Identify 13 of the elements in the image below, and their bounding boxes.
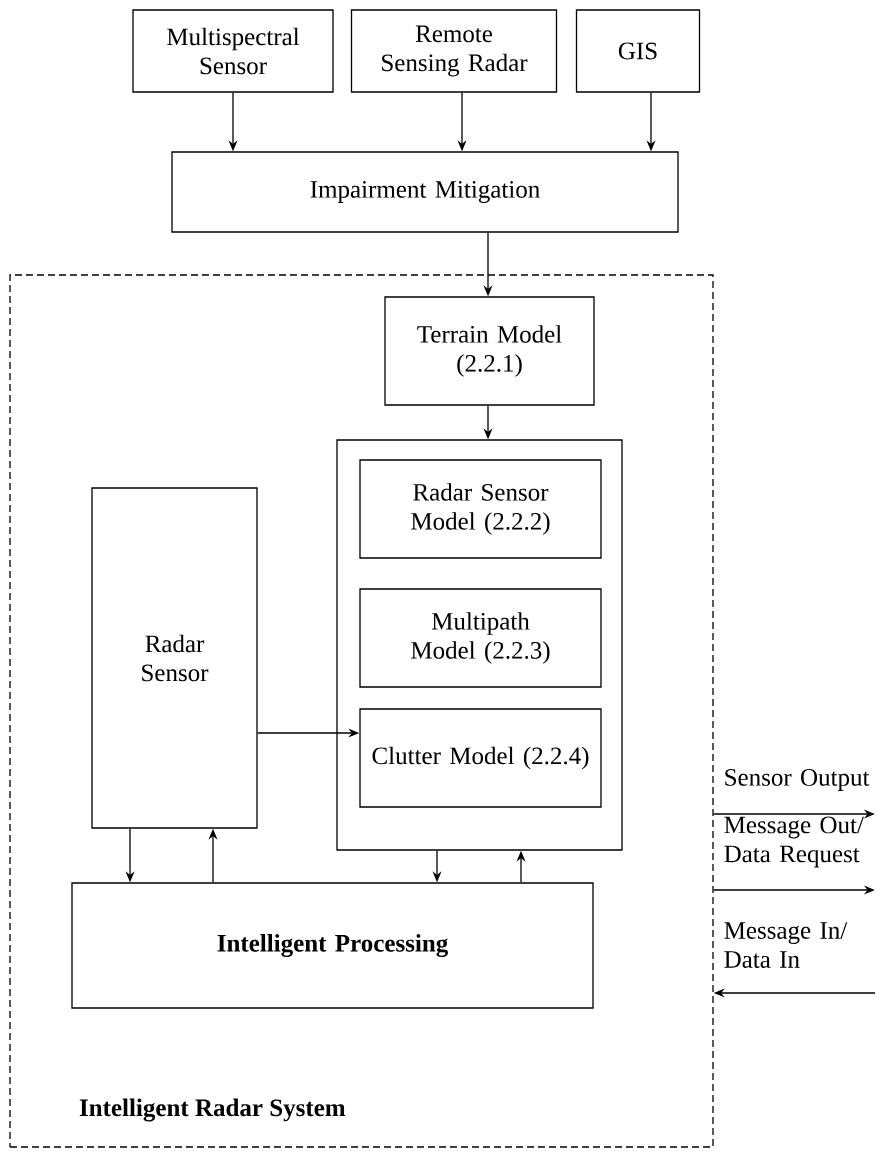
process-box: GIS: [575, 9, 701, 93]
process-box: Radar Sensor Model (2.2.2): [359, 459, 602, 559]
process-box: Intelligent Processing: [71, 882, 594, 1009]
process-box: Terrain Model (2.2.1): [384, 296, 595, 406]
edge-label: Message In/ Data In: [724, 922, 848, 968]
edge-label: Sensor Output: [725, 769, 870, 791]
process-box: Multispectral Sensor: [132, 9, 334, 93]
process-box: Impairment Mitigation: [171, 151, 679, 233]
process-box: Radar Sensor: [91, 487, 258, 829]
edge-label: Message Out/ Data Request: [724, 816, 864, 868]
process-box: Multipath Model (2.2.3): [359, 588, 602, 688]
process-box: Remote Sensing Radar: [350, 9, 558, 93]
process-box: Clutter Model (2.2.4): [359, 708, 602, 808]
